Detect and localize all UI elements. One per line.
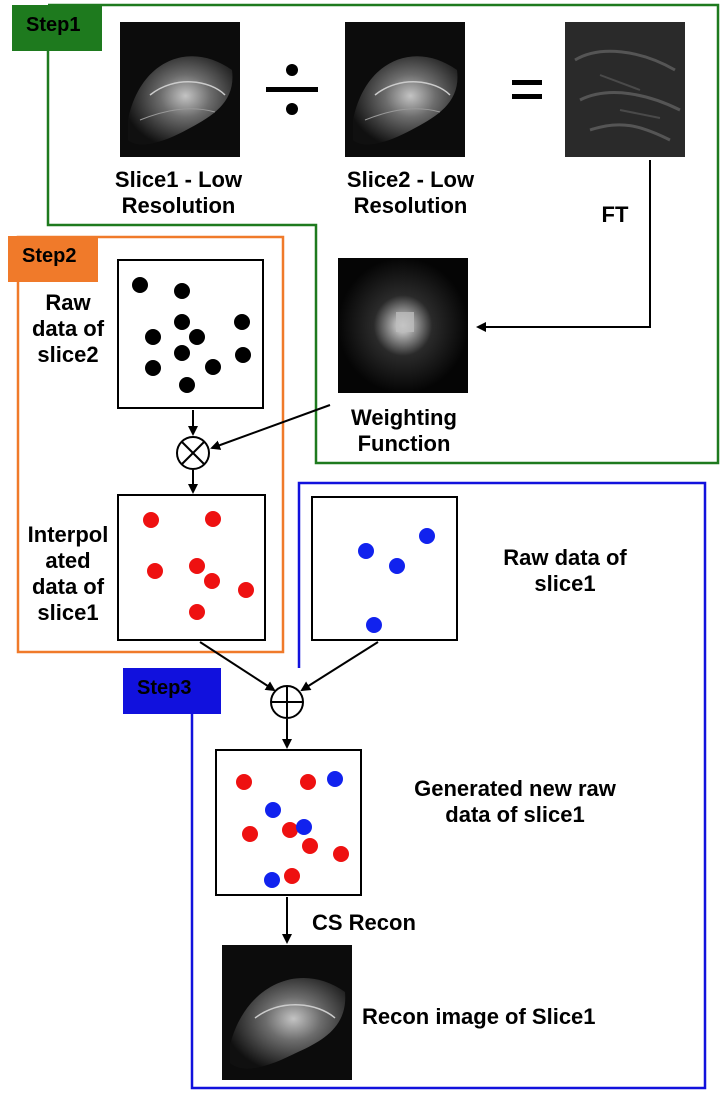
ratio-image bbox=[565, 22, 685, 157]
raw-slice2-dot bbox=[174, 314, 190, 330]
generated-red-dot bbox=[242, 826, 258, 842]
generated-caption: Generated new raw data of slice1 bbox=[414, 776, 616, 827]
arrow-ft bbox=[476, 160, 651, 332]
interpolated-dot bbox=[204, 573, 220, 589]
recon-image bbox=[222, 945, 352, 1080]
step2-boundary bbox=[16, 235, 285, 654]
generated-blue-dot bbox=[264, 872, 280, 888]
arrow-interpolated-to-add bbox=[199, 641, 276, 692]
raw-slice2-dot bbox=[174, 345, 190, 361]
slice2-image bbox=[345, 22, 465, 157]
cs-recon-label: CS Recon bbox=[312, 910, 416, 935]
step2-tag: Step2 bbox=[8, 236, 98, 282]
step3-boundary bbox=[190, 481, 707, 1090]
recon-caption: Recon image of Slice1 bbox=[362, 1004, 596, 1029]
slice1-caption: Slice1 - Low Resolution bbox=[114, 167, 243, 218]
arrow-raw-slice1-to-add bbox=[300, 641, 379, 692]
generated-blue-dot bbox=[327, 771, 343, 787]
generated-red-dot bbox=[282, 822, 298, 838]
raw-slice2-dot bbox=[179, 377, 195, 393]
raw-slice2-caption: Raw data of slice2 bbox=[31, 290, 105, 367]
divide-operator bbox=[266, 64, 318, 115]
raw-slice2-dot bbox=[132, 277, 148, 293]
multiply-operator bbox=[176, 436, 210, 470]
step3-tag: Step3 bbox=[123, 668, 221, 714]
interpolated-dot bbox=[189, 604, 205, 620]
interpolated-dot bbox=[147, 563, 163, 579]
step1-boundary bbox=[46, 3, 720, 465]
generated-blue-dot bbox=[265, 802, 281, 818]
raw-slice2-dot bbox=[145, 360, 161, 376]
slice1-image bbox=[120, 22, 240, 157]
raw-slice2-dot bbox=[235, 347, 251, 363]
generated-red-dot bbox=[302, 838, 318, 854]
raw-slice2-dot bbox=[145, 329, 161, 345]
interpolated-dot bbox=[143, 512, 159, 528]
raw-slice2-dot bbox=[234, 314, 250, 330]
interpolated-dot bbox=[189, 558, 205, 574]
generated-blue-dot bbox=[296, 819, 312, 835]
generated-red-dot bbox=[236, 774, 252, 790]
raw-slice2-dot bbox=[189, 329, 205, 345]
raw-slice2-dot bbox=[205, 359, 221, 375]
step1-tag: Step1 bbox=[12, 5, 102, 51]
raw-slice2-dot bbox=[174, 283, 190, 299]
raw-slice1-dot bbox=[358, 543, 374, 559]
arrow-weighting-to-multiply bbox=[210, 404, 331, 450]
raw-slice1-caption: Raw data of slice1 bbox=[503, 545, 627, 596]
add-operator bbox=[270, 685, 304, 719]
generated-red-dot bbox=[333, 846, 349, 862]
generated-red-dot bbox=[284, 868, 300, 884]
raw-slice1-dot bbox=[419, 528, 435, 544]
raw-slice1-box bbox=[311, 496, 458, 641]
interpolated-caption: Interpol ated data of slice1 bbox=[27, 522, 109, 625]
equals-operator bbox=[512, 80, 542, 99]
interpolated-dot bbox=[238, 582, 254, 598]
weighting-function-caption: Weighting Function bbox=[351, 405, 457, 456]
weighting-function-image bbox=[338, 258, 468, 393]
slice2-caption: Slice2 - Low Resolution bbox=[346, 167, 475, 218]
raw-slice1-dot bbox=[389, 558, 405, 574]
generated-red-dot bbox=[300, 774, 316, 790]
ft-label: FT bbox=[601, 202, 629, 227]
interpolated-dot bbox=[205, 511, 221, 527]
raw-slice1-dot bbox=[366, 617, 382, 633]
